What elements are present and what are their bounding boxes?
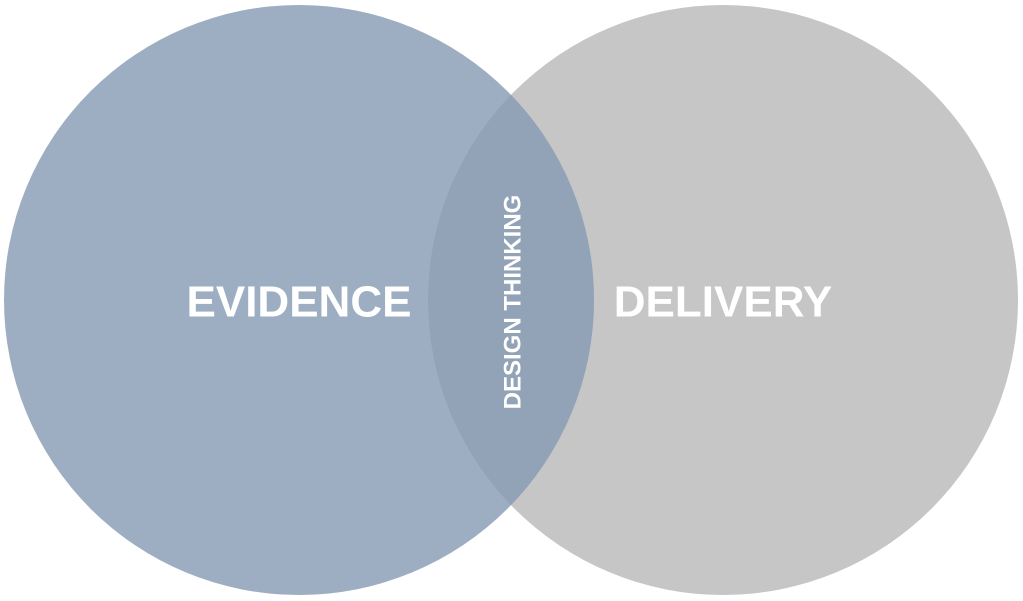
- delivery-circle: [428, 5, 1018, 595]
- evidence-label: EVIDENCE: [187, 278, 412, 327]
- evidence-circle: [4, 5, 594, 595]
- delivery-label: DELIVERY: [614, 278, 832, 327]
- design-thinking-label: DESIGN THINKING: [500, 195, 527, 410]
